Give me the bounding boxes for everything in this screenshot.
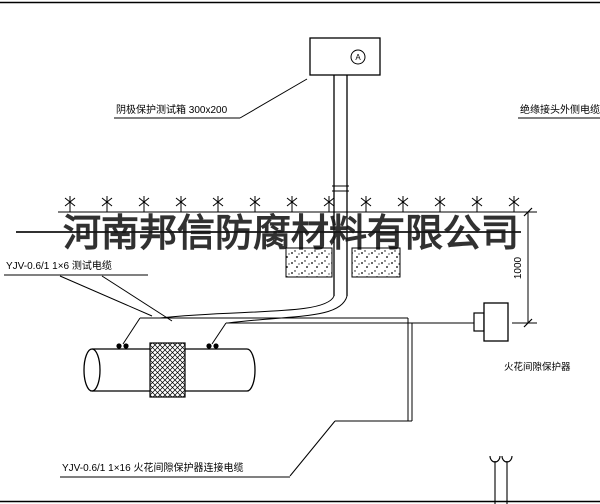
spark-gap-protector xyxy=(473,302,509,342)
insulating-joint xyxy=(149,342,186,398)
spark-gap-cable-run xyxy=(122,317,474,421)
ammeter-icon xyxy=(350,49,366,65)
ammeter-letter: A xyxy=(355,53,361,62)
label-outer-cable-text: 绝缘接头外侧电缆 xyxy=(520,103,600,116)
bottom-right-symbol xyxy=(489,455,513,504)
label-outer-cable: 绝缘接头外侧电缆 xyxy=(518,103,600,119)
watermark: 河南邦信防腐材料有限公司 xyxy=(16,213,521,255)
test-box xyxy=(309,37,381,76)
test-cable-curve-right xyxy=(227,295,348,324)
pipe-end-left xyxy=(83,348,101,392)
test-cable-curve-left xyxy=(159,295,335,319)
label-spark-gap-cable: YJV-0.6/1 1×16 火花间隙保护器连接电缆 xyxy=(60,420,412,478)
label-spark-gap-cable-text: YJV-0.6/1 1×16 火花间隙保护器连接电缆 xyxy=(62,461,243,474)
label-test-cable: YJV-0.6/1 1×6 测试电缆 xyxy=(4,259,173,322)
pipeline xyxy=(83,348,256,392)
dimension-1000: 1000 xyxy=(512,207,537,328)
label-test-box: 阴极保护测试箱 300x200 xyxy=(114,78,308,119)
dimension-1000-text: 1000 xyxy=(513,256,524,279)
concrete-foundation-right xyxy=(351,247,401,278)
ground-hatch-marks xyxy=(64,195,520,213)
label-test-cable-text: YJV-0.6/1 1×6 测试电缆 xyxy=(6,259,112,272)
concrete-foundation-left xyxy=(285,247,333,278)
cable-weld-points xyxy=(116,343,219,349)
test-box-post xyxy=(332,75,349,296)
label-test-box-text: 阴极保护测试箱 300x200 xyxy=(116,103,228,116)
label-spark-gap-protector: 火花间隙保护器 xyxy=(504,361,571,373)
pipe-end-right xyxy=(246,348,256,392)
